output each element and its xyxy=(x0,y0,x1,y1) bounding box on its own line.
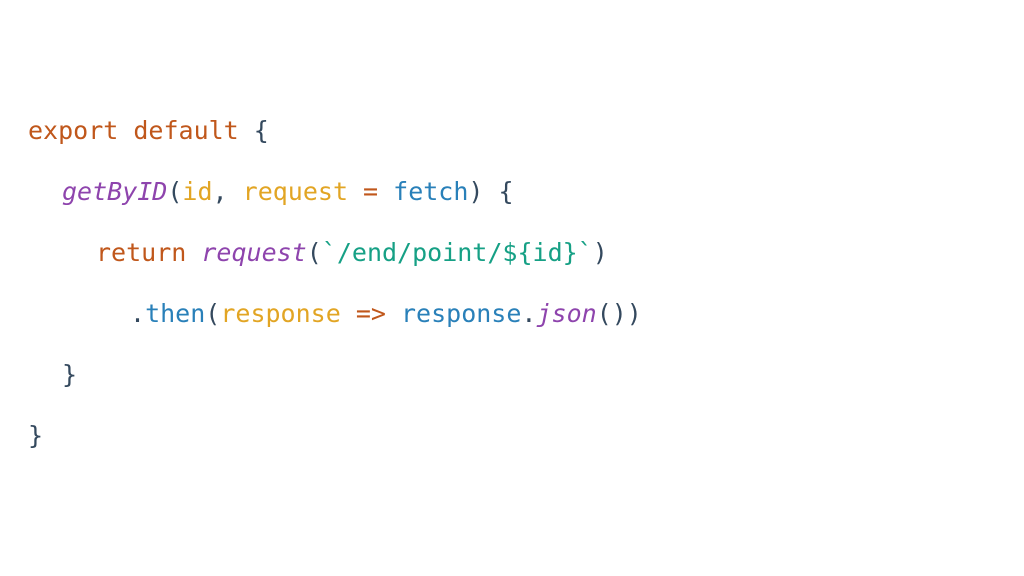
code-token: = xyxy=(348,177,394,206)
code-token: then xyxy=(145,299,206,328)
code-token: `/end/point/${id}` xyxy=(321,238,593,267)
code-token: request xyxy=(242,177,348,206)
code-token: ) { xyxy=(468,177,514,206)
code-token: ( xyxy=(306,238,322,267)
code-line-6: } xyxy=(28,405,642,466)
code-line-4: .then(response => response.json()) xyxy=(28,283,642,344)
code-token: ( xyxy=(167,177,183,206)
code-token: } xyxy=(62,360,78,389)
code-line-2: getByID(id, request = fetch) { xyxy=(28,161,642,222)
code-line-3: return request(`/end/point/${id}`) xyxy=(28,222,642,283)
code-token: export xyxy=(28,116,119,145)
code-token: { xyxy=(238,116,269,145)
code-token: response xyxy=(220,299,341,328)
code-token: ()) xyxy=(596,299,642,328)
code-token: id xyxy=(182,177,213,206)
code-token: => xyxy=(340,299,401,328)
code-token: request xyxy=(201,238,307,267)
code-token: ( xyxy=(205,299,221,328)
code-token: , xyxy=(212,177,243,206)
code-token: ) xyxy=(592,238,608,267)
code-token: default xyxy=(133,116,239,145)
code-token: . xyxy=(521,299,537,328)
code-token: getByID xyxy=(62,177,168,206)
code-line-1: export default { xyxy=(28,100,642,161)
code-token: . xyxy=(130,299,146,328)
code-token: } xyxy=(28,421,44,450)
code-line-5: } xyxy=(28,344,642,405)
code-token: fetch xyxy=(393,177,469,206)
code-token: return xyxy=(96,238,187,267)
code-block: export default {getByID(id, request = fe… xyxy=(28,100,642,466)
code-token: response xyxy=(400,299,522,328)
code-token xyxy=(186,238,201,267)
code-token xyxy=(118,116,133,145)
code-token: json xyxy=(536,299,597,328)
